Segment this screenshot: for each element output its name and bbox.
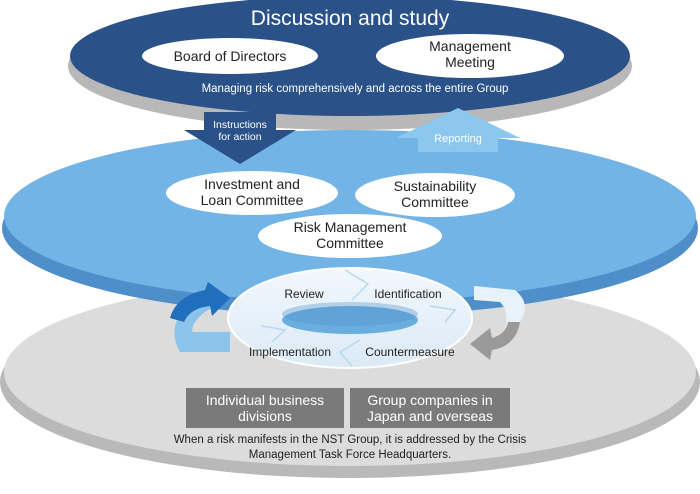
cycle-arrow-right-tail xyxy=(474,286,525,330)
top-tier-caption: Managing risk comprehensively and across… xyxy=(202,83,509,95)
sustainability-label-line1: Sustainability xyxy=(394,178,477,194)
investment-oval xyxy=(166,171,338,215)
cycle-ring-hole xyxy=(282,306,418,334)
group-label-line2: Japan and overseas xyxy=(367,408,493,424)
investment-label-line1: Investment and xyxy=(204,176,300,192)
reporting-arrow-shape xyxy=(396,108,520,152)
cycle-divider-bottom xyxy=(338,339,361,367)
instructions-label-line1: Instructions xyxy=(213,119,267,131)
sustainability-label-line2: Committee xyxy=(401,194,469,210)
cycle-arrow-left xyxy=(170,282,230,352)
cycle-arrow-left-head xyxy=(170,282,230,322)
cycle-ring-hole-shade xyxy=(282,302,418,326)
risk-oval xyxy=(258,214,442,258)
cycle-review-label: Review xyxy=(284,287,324,301)
cycle-divider-right xyxy=(429,305,457,323)
risk-label-line1: Risk Management xyxy=(294,219,407,235)
cycle-countermeasure-label: Countermeasure xyxy=(365,345,455,359)
cycle-arrow-right-head xyxy=(470,322,520,360)
reporting-label: Reporting xyxy=(434,133,482,145)
risk-label-line2: Committee xyxy=(316,235,384,251)
sustainability-oval xyxy=(355,173,515,217)
instructions-arrow xyxy=(184,112,296,164)
cycle-ring xyxy=(227,267,473,369)
crisis-note-line1: When a risk manifests in the NST Group, … xyxy=(174,434,527,446)
divisions-label-line2: divisions xyxy=(238,408,292,424)
board-label: Board of Directors xyxy=(174,48,287,64)
management-label-line1: Management xyxy=(429,38,511,54)
diagram-title: Discussion and study xyxy=(251,7,450,30)
cycle-divider-top xyxy=(344,269,370,301)
cycle-arrow-right xyxy=(470,286,525,360)
divisions-box xyxy=(186,388,344,428)
top-tier xyxy=(68,0,632,130)
instructions-arrow-shape xyxy=(184,112,296,164)
divisions-label-line1: Individual business xyxy=(206,392,324,408)
board-oval xyxy=(142,38,318,74)
cycle-divider-left xyxy=(261,325,287,343)
group-label-line1: Group companies in xyxy=(367,392,492,408)
cycle-identification-label: Identification xyxy=(374,287,441,301)
cycle-implementation-label: Implementation xyxy=(249,345,331,359)
instructions-label-line2: for action xyxy=(218,131,261,143)
investment-label-line2: Loan Committee xyxy=(201,192,304,208)
top-disc xyxy=(70,0,630,116)
group-box xyxy=(350,388,510,428)
management-oval xyxy=(376,34,564,78)
reporting-arrow xyxy=(396,108,520,152)
crisis-note-line2: Management Task Force Headquarters. xyxy=(249,449,451,461)
management-label-line2: Meeting xyxy=(445,54,495,70)
